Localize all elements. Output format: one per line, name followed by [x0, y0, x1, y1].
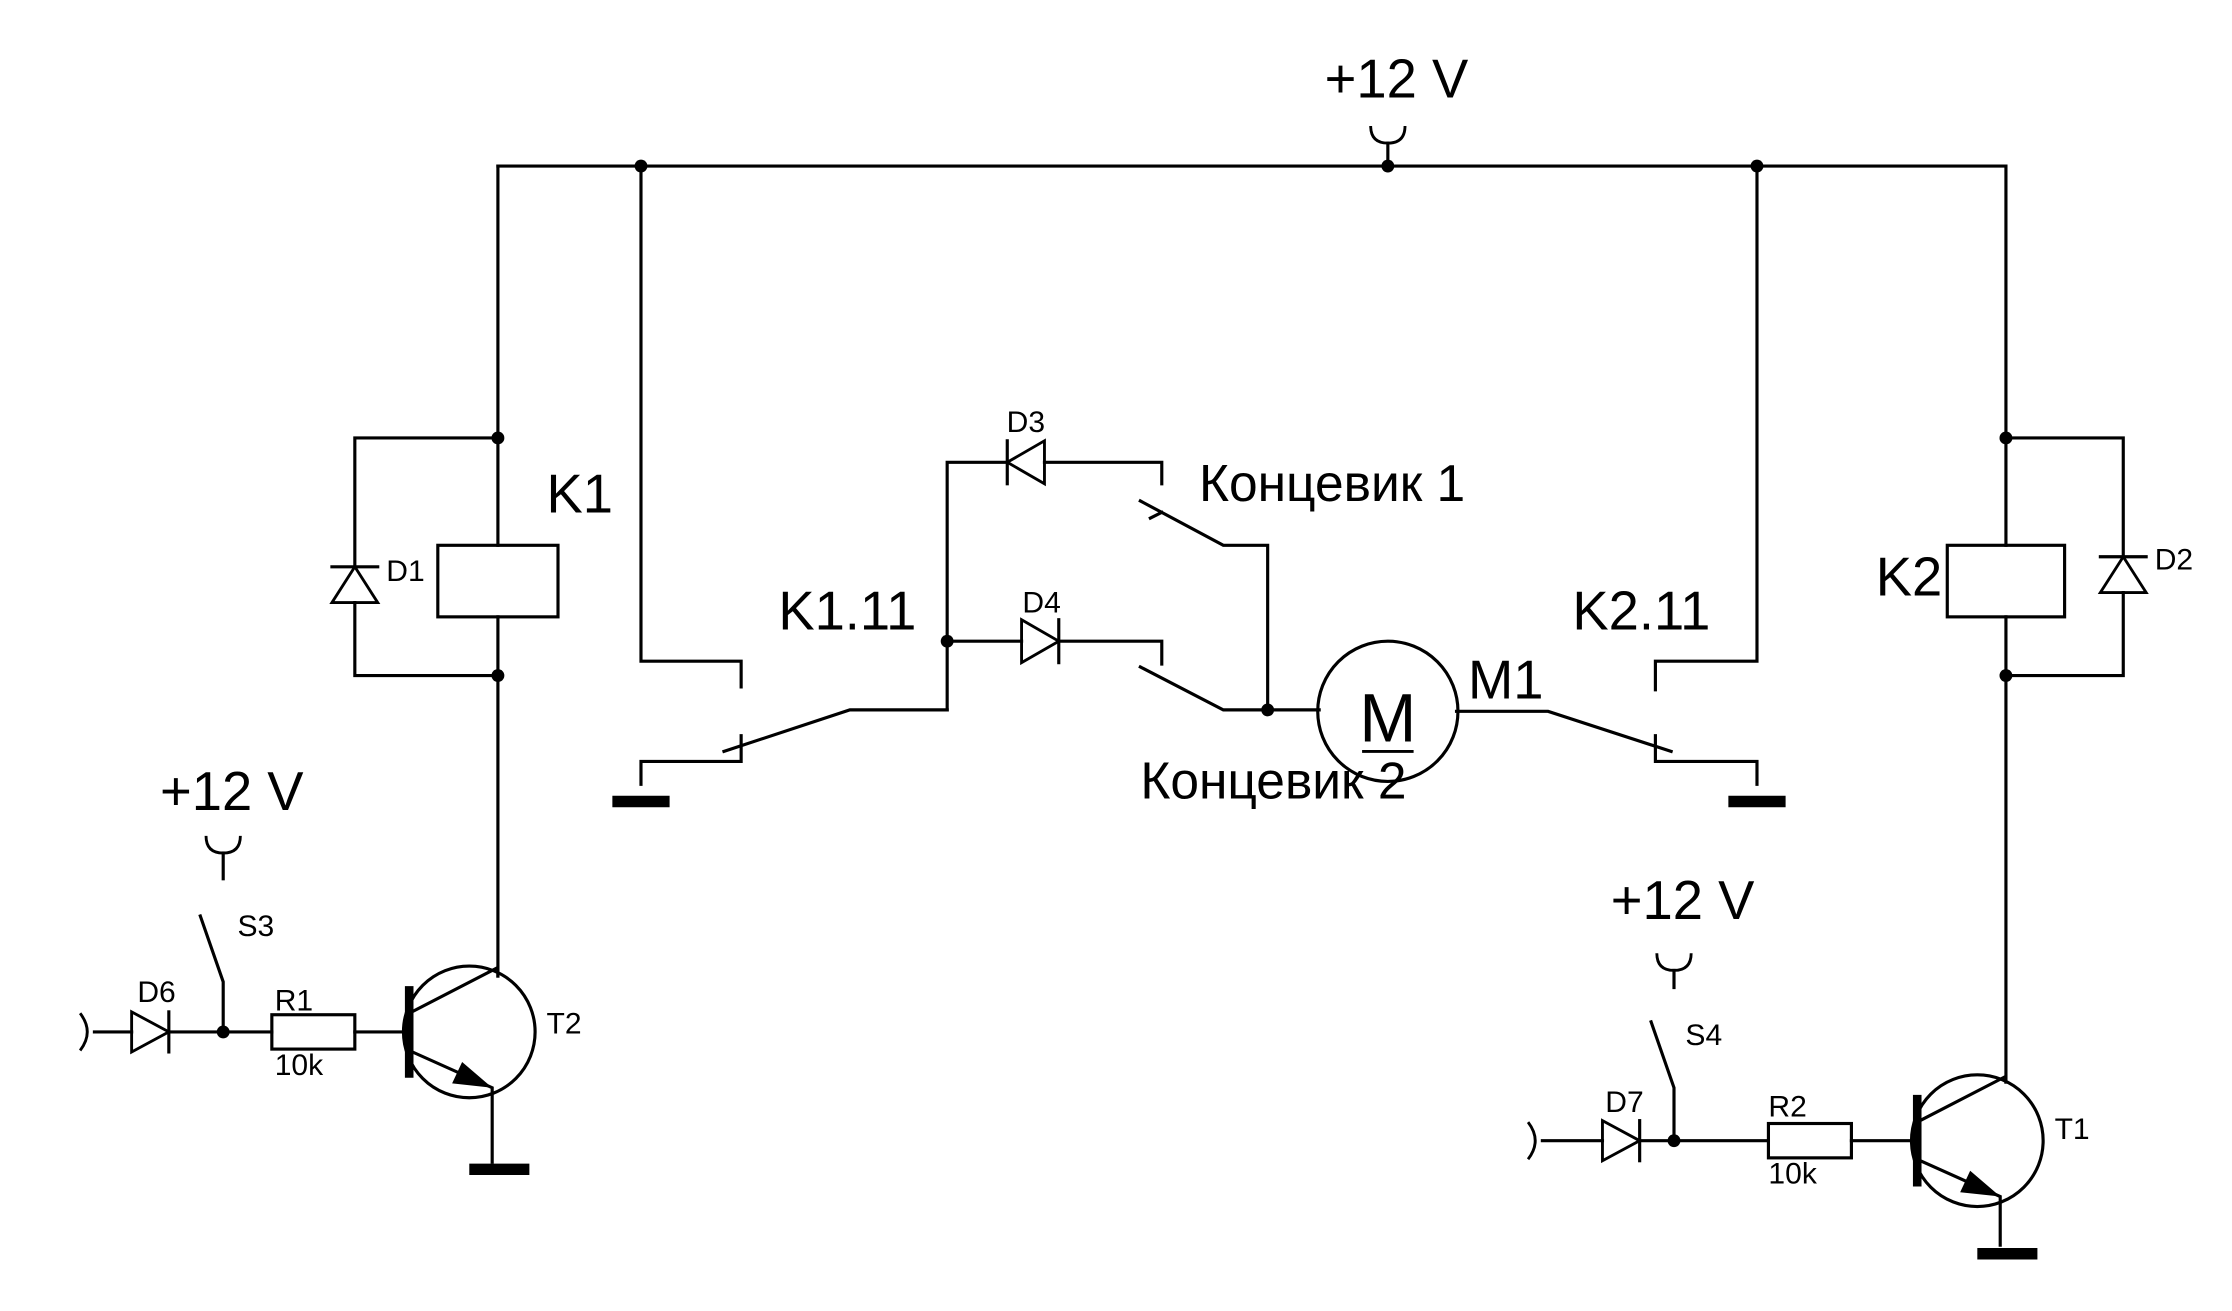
resistor-r1-label: R1	[275, 984, 313, 1017]
relay-k1-branch	[329, 164, 560, 978]
motor-m1-label: M1	[1468, 649, 1544, 710]
driver-right	[1526, 953, 2045, 1260]
resistor-r2-value: 10k	[1768, 1158, 1817, 1191]
relay-k2-coil	[1945, 543, 2067, 619]
diode-d7-label: D7	[1605, 1086, 1643, 1119]
junction-dots	[216, 159, 2013, 1148]
diode-d4-label: D4	[1022, 587, 1060, 620]
motor-m1	[1316, 639, 1460, 784]
motor-symbol: M	[1359, 679, 1416, 756]
contact-k1-11-label: K1.11	[778, 581, 916, 642]
diode-d3-label: D3	[1007, 406, 1045, 439]
switch-s4-label: S4	[1685, 1019, 1722, 1052]
resistor-r1	[270, 1013, 357, 1051]
diode-d2	[2097, 554, 2149, 594]
diode-d1	[329, 564, 381, 604]
transistor-t2-label: T2	[547, 1007, 582, 1040]
switch-s3-label: S3	[238, 910, 275, 943]
relay-k2-branch	[1945, 164, 2149, 1084]
limit-switch-2-label: Концевик 2	[1140, 752, 1406, 810]
right-supply-label: +12 V	[1611, 870, 1755, 931]
diode-d2-label: D2	[2155, 544, 2193, 577]
diode-d6	[130, 1009, 172, 1055]
resistor-r2	[1766, 1121, 1853, 1160]
relay-k2-label: K2	[1876, 546, 1942, 607]
top-supply-rail	[496, 125, 2008, 168]
diode-d1-label: D1	[386, 555, 424, 588]
diode-d6-label: D6	[137, 976, 175, 1009]
diode-d3	[1004, 438, 1046, 487]
top-supply-label: +12 V	[1325, 48, 1469, 109]
diode-d7	[1601, 1118, 1643, 1164]
limit-switch-network	[945, 438, 1321, 712]
contact-k2-11-label: K2.11	[1572, 581, 1710, 642]
contact-k1-11	[612, 164, 949, 808]
resistor-r2-label: R2	[1768, 1090, 1806, 1123]
relay-k1-coil	[436, 543, 560, 619]
transistor-t1-label: T1	[2055, 1113, 2090, 1146]
diode-d4	[1020, 617, 1062, 666]
left-supply-label: +12 V	[160, 761, 304, 822]
relay-k1-label: K1	[547, 463, 613, 524]
resistor-r1-value: 10k	[275, 1049, 324, 1082]
limit-switch-1-label: Концевик 1	[1199, 454, 1465, 512]
contact-k2-11	[1454, 164, 1786, 808]
